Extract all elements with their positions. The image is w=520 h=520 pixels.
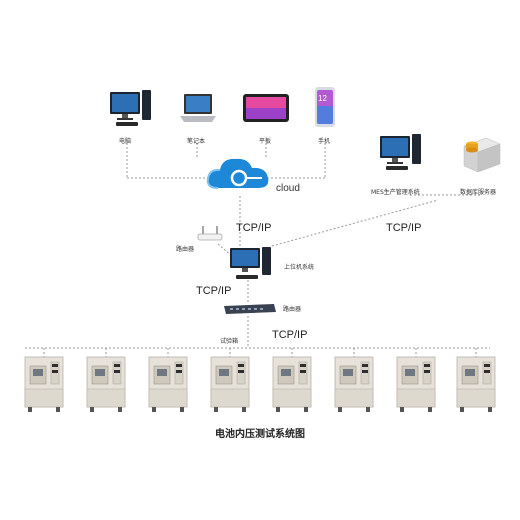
phone-screen-number: 12 [318, 94, 327, 103]
tablet-icon [243, 94, 289, 122]
database-server-icon [463, 137, 501, 173]
tcpip-label-switch: TCP/IP [272, 329, 308, 341]
network-switch-icon [224, 304, 276, 314]
router-top-label: 路由器 [176, 246, 195, 253]
test-chamber-icon [396, 356, 436, 414]
router-icon [197, 226, 223, 241]
test-chamber-icon [334, 356, 374, 414]
tcpip-label-cloud: TCP/IP [236, 222, 272, 234]
router-mid-label: 路由器 [283, 306, 302, 313]
mes-label: MES生产管理系统 [371, 189, 420, 196]
cloud-label: cloud [276, 183, 300, 194]
phone-icon [315, 87, 335, 127]
test-chamber-icon [456, 356, 496, 414]
desktop-label: 电脑 [119, 138, 132, 145]
laptop-label: 笔记本 [187, 138, 206, 145]
tablet-label: 平板 [259, 138, 272, 145]
mes-workstation-icon [380, 134, 421, 170]
tcpip-label-mes: TCP/IP [386, 222, 422, 234]
test-chamber-icon [86, 356, 126, 414]
host-system-label: 上位机系统 [284, 264, 315, 271]
desktop-computer-icon [110, 90, 151, 126]
test-chamber-icon [148, 356, 188, 414]
db-server-label: 数据库服务器 [460, 189, 497, 196]
laptop-icon [180, 94, 216, 122]
phone-label: 手机 [318, 138, 331, 145]
cloud-icon [206, 158, 269, 189]
chamber-label: 试验箱 [220, 338, 239, 345]
diagram-title: 电池内压测试系统图 [215, 429, 305, 440]
test-chamber-icon [210, 356, 250, 414]
test-chamber-icon [24, 356, 64, 414]
test-chamber-icon [272, 356, 312, 414]
tcpip-label-host: TCP/IP [196, 285, 232, 297]
host-computer-icon [230, 247, 271, 279]
